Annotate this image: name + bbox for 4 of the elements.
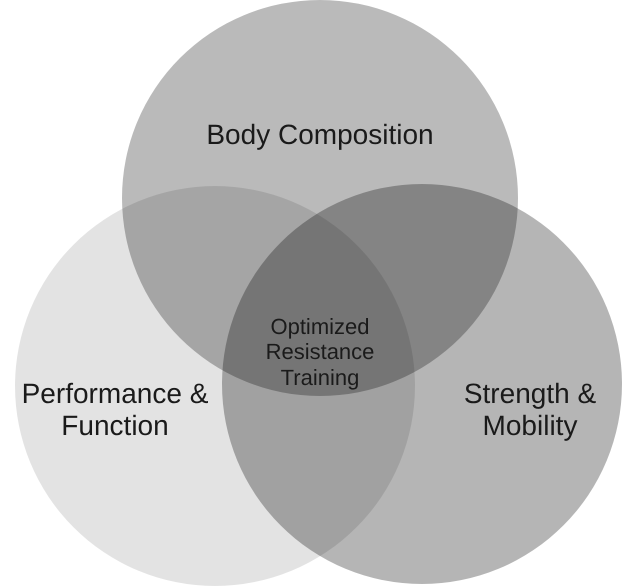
circle-label: Strength & Mobility — [462, 378, 598, 442]
overlap-label: Optimized Resistance Training — [264, 314, 376, 390]
circle-label: Performance & Function — [20, 378, 210, 442]
circle-label: Body Composition — [205, 119, 435, 152]
